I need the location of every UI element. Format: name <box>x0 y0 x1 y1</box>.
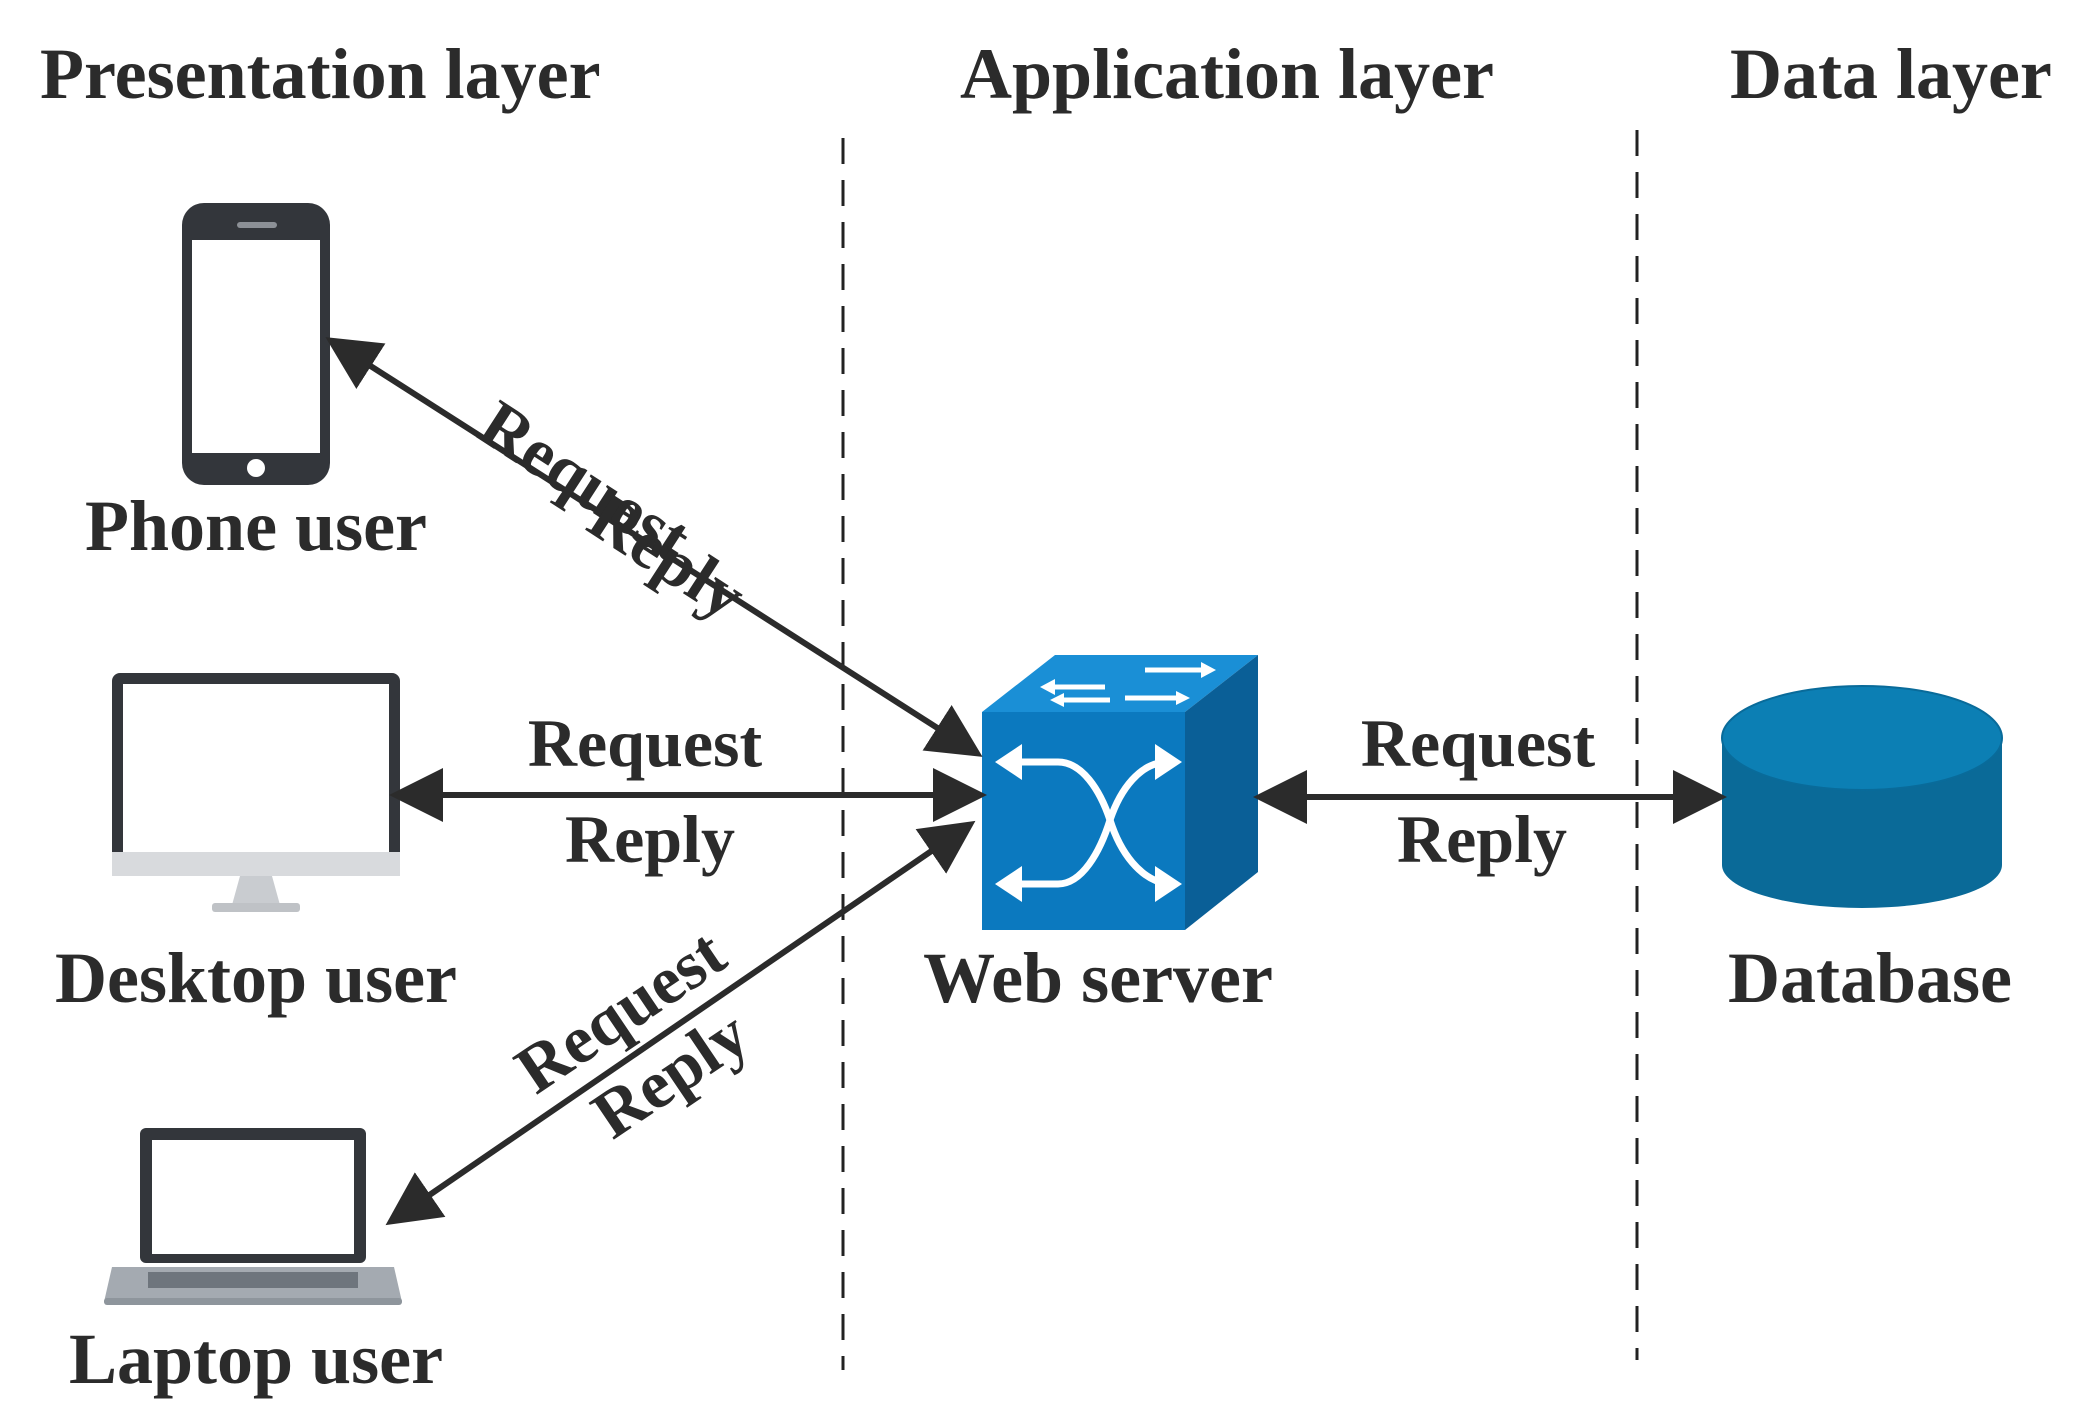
edge-phone-server <box>325 337 983 757</box>
desktop-reply-label: Reply <box>565 801 735 877</box>
network-switch-icon <box>982 655 1258 930</box>
desktop-monitor-icon <box>112 673 400 912</box>
laptop-user-label: Laptop user <box>69 1319 443 1399</box>
presentation-layer-title: Presentation layer <box>40 34 601 114</box>
desktop-user-label: Desktop user <box>55 938 457 1018</box>
phone-user-label: Phone user <box>85 486 427 566</box>
edge-laptop-server <box>385 820 976 1226</box>
database-label: Database <box>1728 938 2012 1018</box>
data-layer-title: Data layer <box>1730 34 2052 114</box>
database-cylinder-icon <box>1721 685 2003 908</box>
db-request-label: Request <box>1361 705 1596 781</box>
smartphone-icon <box>182 203 330 485</box>
web-server-label: Web server <box>923 938 1273 1018</box>
desktop-request-label: Request <box>528 705 763 781</box>
laptop-icon <box>104 1128 402 1305</box>
db-reply-label: Reply <box>1397 801 1567 877</box>
application-layer-title: Application layer <box>960 34 1494 114</box>
